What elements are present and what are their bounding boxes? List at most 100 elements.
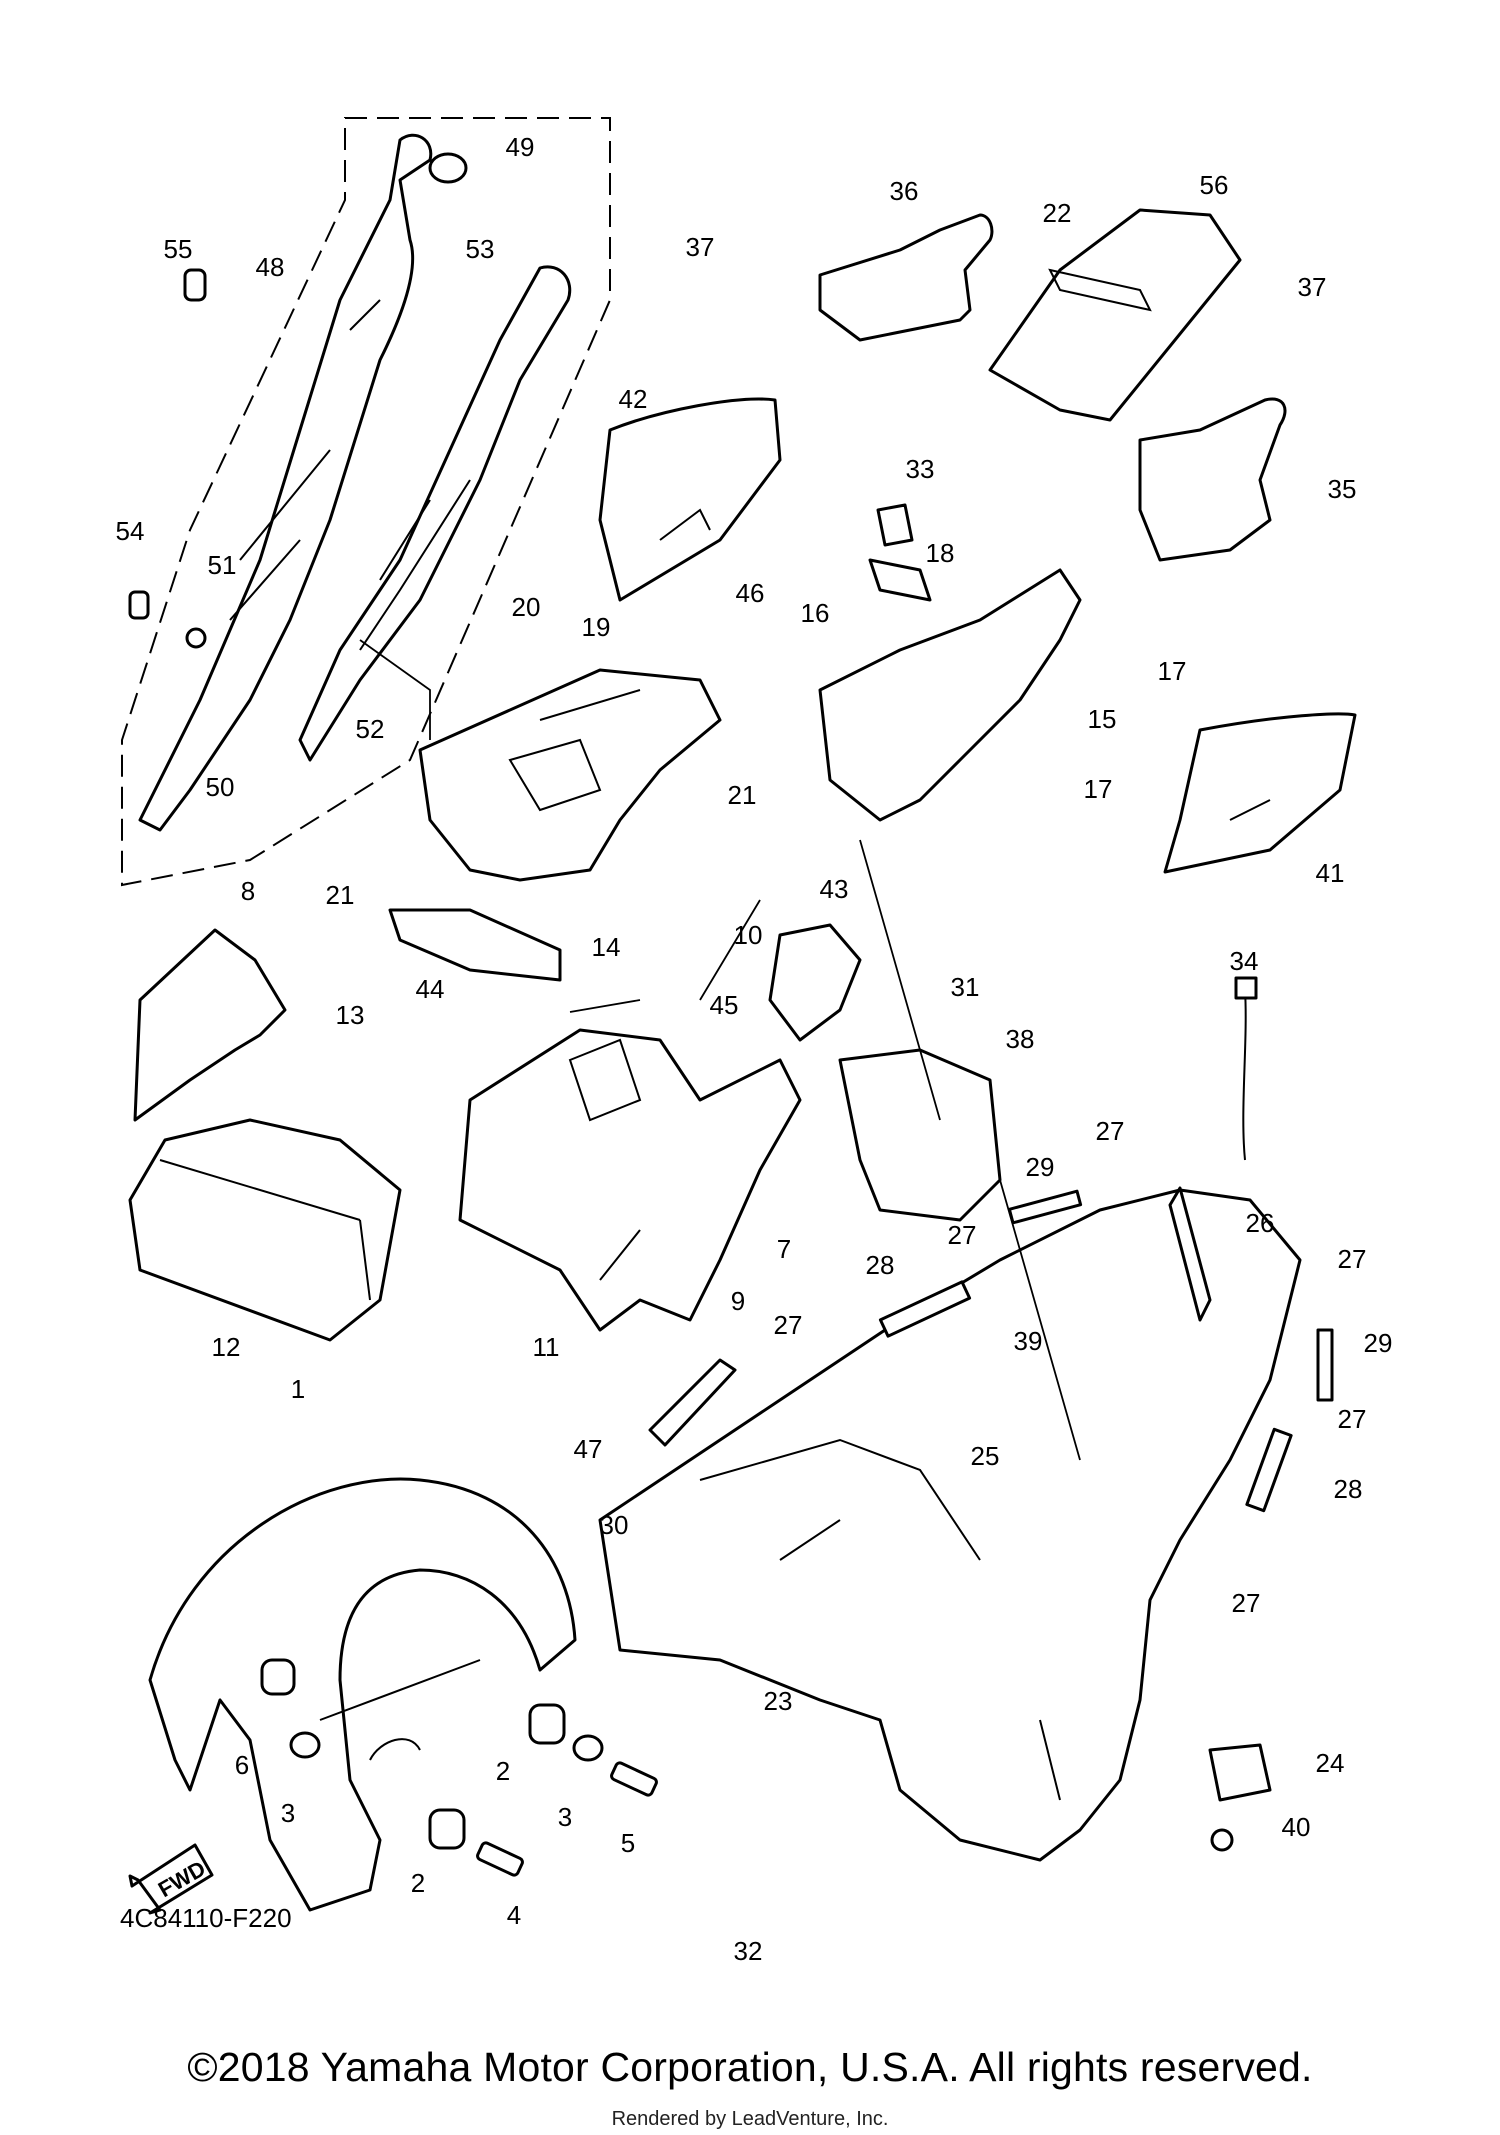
part-48-slots: [229, 299, 381, 621]
callout-c13: 13: [336, 1000, 365, 1030]
callout-c2a: 2: [496, 1756, 510, 1786]
callout-c27d: 27: [774, 1310, 803, 1340]
callout-c53: 53: [466, 234, 495, 264]
part-51-collar: [185, 627, 207, 649]
part-12-detail: [159, 1159, 371, 1301]
callout-c27e: 27: [1338, 1404, 1367, 1434]
callout-c37b: 37: [1298, 272, 1327, 302]
callout-c33: 33: [906, 454, 935, 484]
callout-c22: 22: [1043, 198, 1072, 228]
callout-c16: 16: [801, 598, 830, 628]
part-1-front-fender: [148, 1477, 577, 1912]
callout-c25: 25: [971, 1441, 1000, 1471]
part-34-tie-head: [1234, 976, 1258, 1000]
part-8-cover: [133, 928, 287, 1122]
callout-c15: 15: [1088, 704, 1117, 734]
callout-c38: 38: [1006, 1024, 1035, 1054]
part-12-battery-box: [128, 1118, 402, 1342]
callout-c46: 46: [736, 578, 765, 608]
part-22-band: [1048, 268, 1152, 312]
callout-c28a: 28: [866, 1250, 895, 1280]
part-28-strip-upper: [878, 1280, 972, 1338]
callout-c12: 12: [212, 1332, 241, 1362]
part-7-bracket: [458, 1028, 802, 1332]
part-2-grommet-upper: [528, 1703, 566, 1745]
callout-c21a: 21: [728, 780, 757, 810]
callout-c20: 20: [512, 592, 541, 622]
part-33-clip: [876, 503, 914, 547]
part-41-panel: [1163, 712, 1357, 874]
callout-c36: 36: [890, 176, 919, 206]
part-21-plate: [388, 908, 562, 982]
part-4-bolt: [476, 1841, 524, 1877]
callout-c8: 8: [241, 876, 255, 906]
part-42-slot: [659, 508, 711, 541]
callout-c54: 54: [116, 516, 145, 546]
callout-c56: 56: [1200, 170, 1229, 200]
callout-c21b: 21: [326, 880, 355, 910]
callout-c47: 47: [574, 1434, 603, 1464]
callout-c43: 43: [820, 874, 849, 904]
part-56-pad: [988, 208, 1242, 422]
callout-c1: 1: [291, 1374, 305, 1404]
part-29-strip-upper: [1007, 1189, 1083, 1225]
callout-c23: 23: [764, 1686, 793, 1716]
part-19-tray: [418, 668, 722, 882]
part-42-panel: [598, 397, 782, 602]
part-55-bolt: [183, 268, 207, 302]
part-26-strip: [1168, 1186, 1212, 1322]
callout-c4: 4: [507, 1900, 521, 1930]
part-6-grommet: [260, 1658, 296, 1696]
part-7-detail: [568, 1038, 642, 1281]
callout-c27a: 27: [1096, 1116, 1125, 1146]
callout-c3b: 3: [558, 1802, 572, 1832]
part-23-detail: [699, 1438, 1061, 1801]
callout-c10: 10: [734, 920, 763, 950]
callout-c19: 19: [582, 612, 611, 642]
callout-c48: 48: [256, 252, 285, 282]
callout-c27f: 27: [1232, 1588, 1261, 1618]
callout-c3a: 3: [281, 1798, 295, 1828]
callout-c9: 9: [731, 1286, 745, 1316]
assembly-leader-lines: [359, 639, 1081, 1461]
callout-c17a: 17: [1158, 656, 1187, 686]
callout-c35: 35: [1328, 474, 1357, 504]
callout-c55: 55: [164, 234, 193, 264]
callout-c32: 32: [734, 1936, 763, 1966]
part-24-clip: [1208, 1743, 1272, 1802]
callout-c34: 34: [1230, 946, 1259, 976]
callout-c17b: 17: [1084, 774, 1113, 804]
callout-c27b: 27: [948, 1220, 977, 1250]
callout-c40: 40: [1282, 1812, 1311, 1842]
callout-c28b: 28: [1334, 1474, 1363, 1504]
drawing-code: 4C84110-F220: [120, 1903, 292, 1933]
copyright-notice: ©2018 Yamaha Motor Corporation, U.S.A. A…: [187, 2044, 1313, 2090]
part-1-detail: [319, 1659, 481, 1761]
callout-c6: 6: [235, 1750, 249, 1780]
part-18-strap: [868, 558, 932, 602]
part-2-grommet-lower: [428, 1808, 466, 1850]
callout-c18: 18: [926, 538, 955, 568]
part-54-bolt: [128, 590, 150, 620]
callout-c14: 14: [592, 932, 621, 962]
callout-c2b: 2: [411, 1868, 425, 1898]
callout-c51: 51: [208, 550, 237, 580]
callout-c30: 30: [600, 1510, 629, 1540]
part-48-side-cover: [138, 133, 433, 832]
part-19-detail: [508, 689, 641, 812]
callout-c26: 26: [1246, 1208, 1275, 1238]
part-53-inner-cover: [298, 265, 572, 762]
callout-c52: 52: [356, 714, 385, 744]
part-15-bracket-assembly: [818, 568, 1082, 822]
part-34-cable-tie: [1242, 989, 1247, 1161]
callout-c39: 39: [1014, 1326, 1043, 1356]
callout-c29b: 29: [1364, 1328, 1393, 1358]
callout-c45: 45: [710, 990, 739, 1020]
callout-c5: 5: [621, 1828, 635, 1858]
part-35-bracket: [1138, 397, 1287, 562]
part-47-strip: [648, 1358, 737, 1447]
callout-c50: 50: [206, 772, 235, 802]
part-28-strip-lower: [1245, 1427, 1293, 1513]
part-23-rear-fender: [598, 1188, 1302, 1862]
callout-c31: 31: [951, 972, 980, 1002]
